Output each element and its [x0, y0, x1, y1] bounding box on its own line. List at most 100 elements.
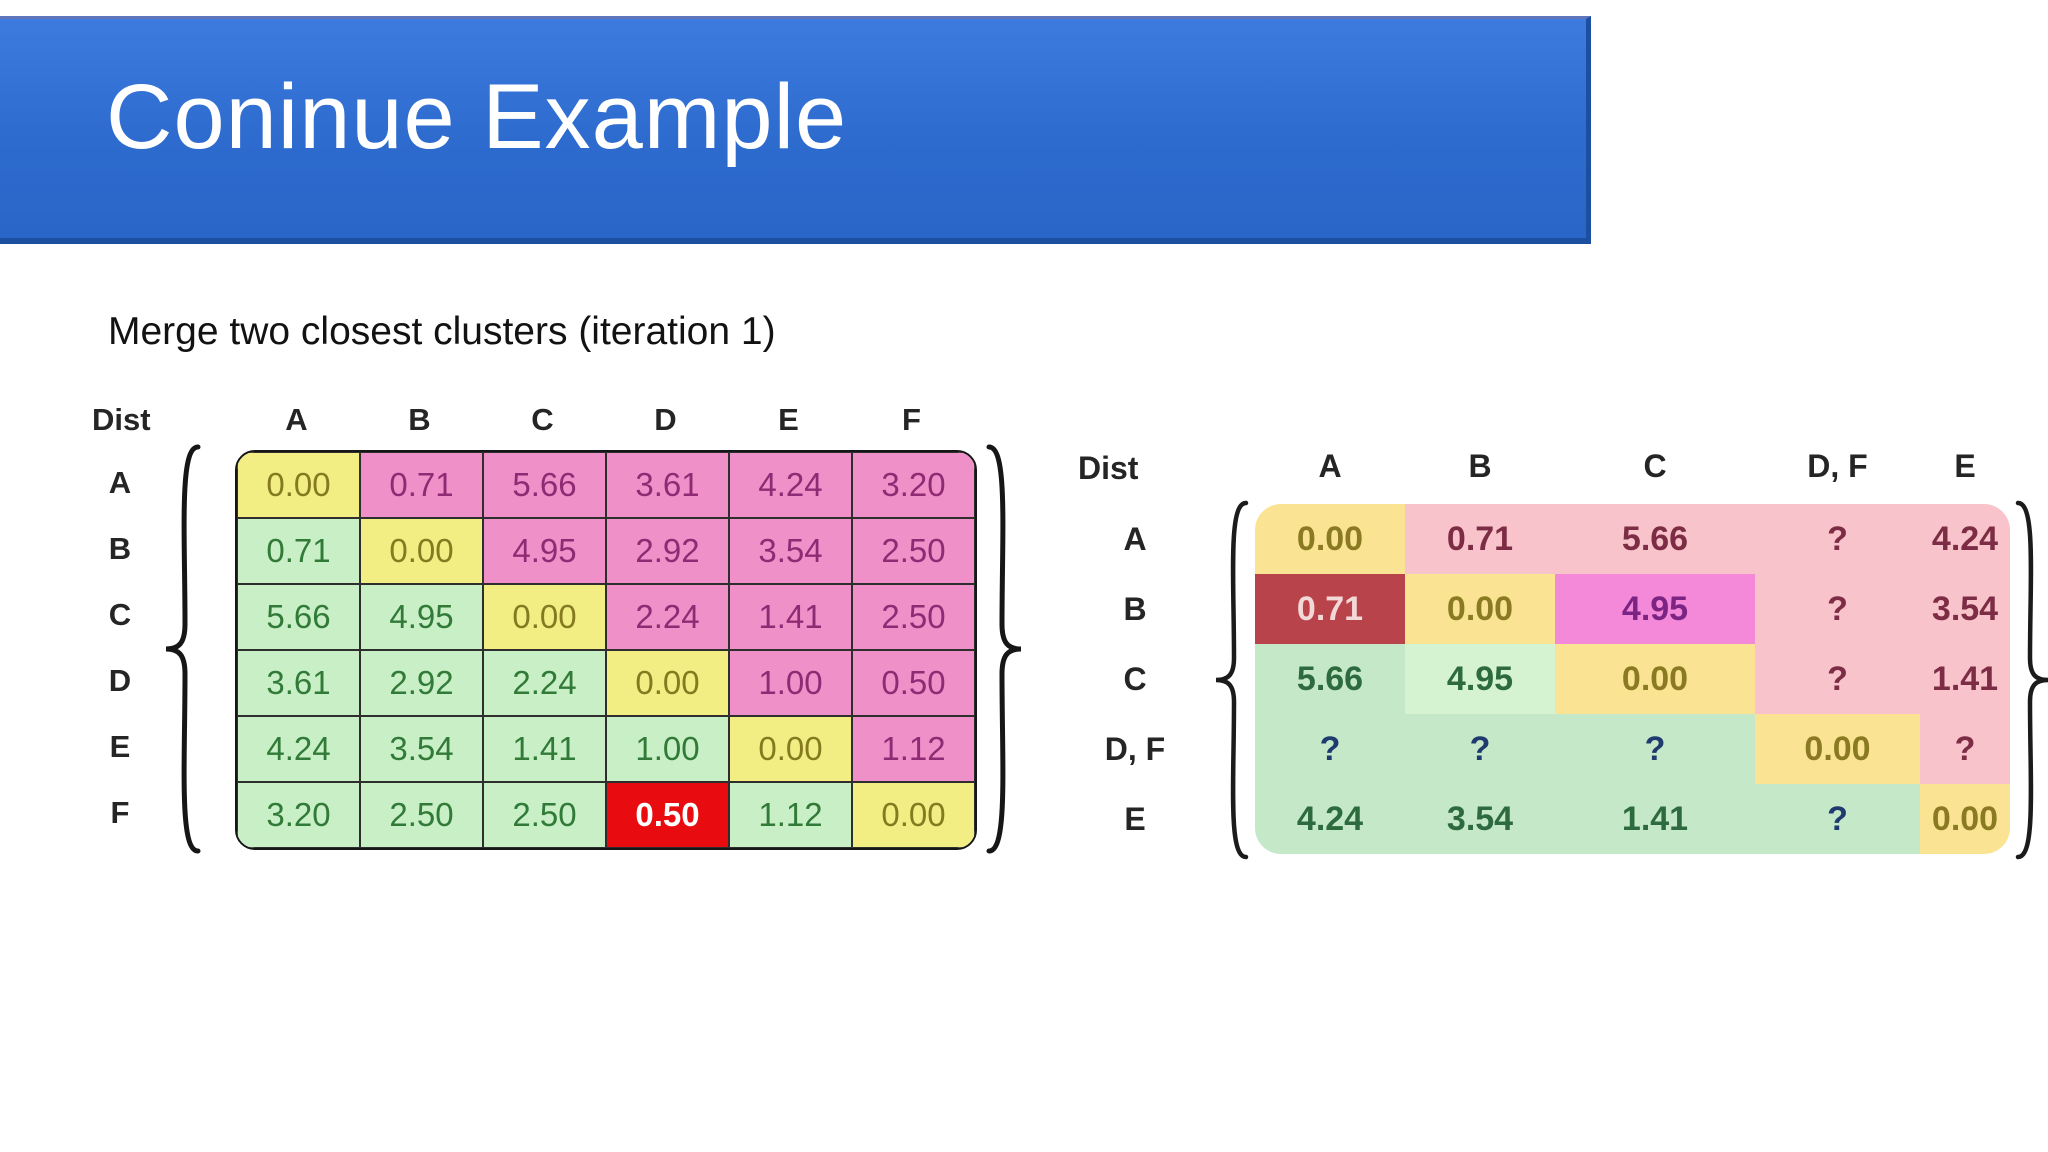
row-label: B	[1123, 590, 1147, 627]
row-label: A	[1123, 520, 1147, 557]
matrix-cell: 0.00	[852, 782, 975, 848]
col-header: C	[1643, 447, 1667, 484]
matrix-cell: 0.00	[360, 518, 483, 584]
row-label: E	[109, 729, 131, 764]
matrix-cell: 4.24	[1920, 504, 2010, 574]
matrix-cell: 3.54	[1920, 574, 2010, 644]
matrix-cell: ?	[1755, 644, 1920, 714]
matrix-cell: 4.95	[1405, 644, 1555, 714]
matrix-cell: ?	[1755, 574, 1920, 644]
title-banner: Coninue Example	[0, 16, 1591, 244]
matrix-cell: 0.71	[360, 452, 483, 518]
row-label: E	[1124, 800, 1146, 837]
matrix-cell: 0.50	[852, 650, 975, 716]
curly-brace-left-icon	[1208, 500, 1252, 865]
right-matrix-col-headers: A B C D, F E	[1255, 446, 2010, 486]
matrix-cell: 4.95	[360, 584, 483, 650]
matrix-cell: 0.00	[237, 452, 360, 518]
matrix-cell: 5.66	[1555, 504, 1755, 574]
col-header: F	[902, 402, 921, 437]
matrix-cell: 4.24	[1255, 784, 1405, 854]
page-title: Coninue Example	[106, 66, 848, 168]
matrix-cell: 0.71	[237, 518, 360, 584]
matrix-cell: 1.00	[606, 716, 729, 782]
col-header: C	[531, 402, 554, 437]
matrix-cell: 3.54	[1405, 784, 1555, 854]
row-label: D	[108, 663, 132, 698]
matrix-cell: 0.00	[1405, 574, 1555, 644]
row-label: A	[108, 465, 132, 500]
col-header: D, F	[1807, 447, 1868, 484]
matrix-cell: 1.41	[483, 716, 606, 782]
row-label: C	[1123, 660, 1147, 697]
matrix-cell: 0.50	[606, 782, 729, 848]
matrix-cell: 2.50	[852, 518, 975, 584]
row-label: C	[108, 597, 132, 632]
right-matrix-corner-label: Dist	[1078, 450, 1139, 486]
matrix-cell: 1.12	[729, 782, 852, 848]
matrix-cell: 3.54	[360, 716, 483, 782]
matrix-cell: 4.24	[237, 716, 360, 782]
matrix-cell: 0.00	[606, 650, 729, 716]
matrix-cell: ?	[1555, 714, 1755, 784]
matrix-cell: 3.54	[729, 518, 852, 584]
left-matrix-col-headers: A B C D E F	[235, 398, 973, 442]
matrix-cell: 5.66	[1255, 644, 1405, 714]
matrix-cell: 1.41	[1555, 784, 1755, 854]
col-header: A	[1318, 447, 1342, 484]
matrix-cell: 4.24	[729, 452, 852, 518]
matrix-cell: 5.66	[483, 452, 606, 518]
matrix-cell: 2.24	[606, 584, 729, 650]
matrix-cell: 2.92	[606, 518, 729, 584]
matrix-cell: 0.00	[729, 716, 852, 782]
slide-subtitle: Merge two closest clusters (iteration 1)	[108, 310, 776, 353]
row-label: B	[108, 531, 132, 566]
matrix-cell: ?	[1920, 714, 2010, 784]
col-header: B	[1468, 447, 1492, 484]
col-header: E	[778, 402, 799, 437]
matrix-cell: 0.71	[1255, 574, 1405, 644]
matrix-cell: 1.41	[1920, 644, 2010, 714]
left-matrix-corner-label: Dist	[92, 402, 151, 437]
matrix-cell: 2.50	[360, 782, 483, 848]
matrix-cell: 3.20	[237, 782, 360, 848]
matrix-cell: 3.20	[852, 452, 975, 518]
row-label: F	[110, 795, 130, 830]
matrix-cell: 0.00	[1755, 714, 1920, 784]
matrix-cell: 3.61	[237, 650, 360, 716]
matrix-cell: ?	[1755, 784, 1920, 854]
matrix-cell: 2.92	[360, 650, 483, 716]
col-header: A	[285, 402, 308, 437]
curly-brace-left-icon	[158, 444, 204, 859]
matrix-cell: 2.50	[483, 782, 606, 848]
matrix-cell: 0.00	[1920, 784, 2010, 854]
matrix-cell: ?	[1755, 504, 1920, 574]
matrix-cell: 1.41	[729, 584, 852, 650]
curly-brace-right-icon	[2012, 500, 2048, 865]
curly-brace-right-icon	[983, 444, 1029, 859]
matrix-cell: 1.00	[729, 650, 852, 716]
matrix-cell: 1.12	[852, 716, 975, 782]
row-label: D, F	[1104, 730, 1166, 767]
col-header: B	[408, 402, 431, 437]
matrix-cell: 0.00	[1255, 504, 1405, 574]
matrix-cell: 0.00	[483, 584, 606, 650]
matrix-cell: ?	[1255, 714, 1405, 784]
matrix-cell: 4.95	[1555, 574, 1755, 644]
col-header: D	[654, 402, 677, 437]
matrix-cell: 2.50	[852, 584, 975, 650]
matrix-cell: 3.61	[606, 452, 729, 518]
matrix-cell: 0.00	[1555, 644, 1755, 714]
matrix-cell: 5.66	[237, 584, 360, 650]
matrix-cell: 0.71	[1405, 504, 1555, 574]
matrix-cell: 4.95	[483, 518, 606, 584]
col-header: E	[1954, 447, 1976, 484]
matrix-cell: ?	[1405, 714, 1555, 784]
